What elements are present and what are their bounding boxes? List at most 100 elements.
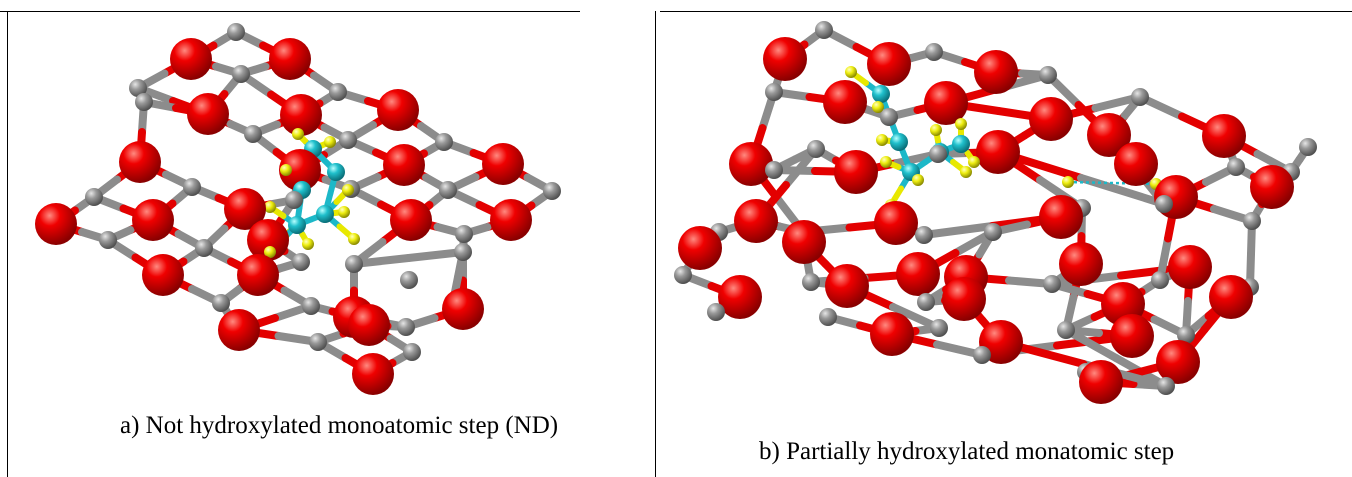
metal-atom	[212, 294, 230, 312]
carbon-atom	[316, 205, 334, 223]
oxygen-atom	[187, 93, 229, 135]
metal-atom	[765, 83, 783, 101]
metal-atom	[244, 125, 262, 143]
oxygen-atom	[1168, 245, 1212, 289]
oxygen-atom	[1202, 114, 1246, 158]
metal-atom	[285, 191, 303, 209]
panel-b-atoms	[674, 21, 1317, 404]
oxygen-atom	[348, 304, 390, 346]
oxygen-atom	[718, 275, 762, 319]
bond-half	[920, 222, 997, 239]
metal-atom	[707, 303, 725, 321]
metal-atom	[302, 297, 320, 315]
metal-atom	[309, 333, 327, 351]
oxygen-atom	[1059, 242, 1103, 286]
oxygen-atom	[280, 94, 322, 136]
metal-atom	[765, 161, 783, 179]
metal-atom	[674, 266, 692, 284]
oxygen-atom	[247, 219, 289, 261]
carbon-atom	[288, 216, 306, 234]
hydrogen-atom	[342, 184, 354, 196]
metal-atom	[435, 133, 453, 151]
panel-b-structure-image	[674, 21, 1317, 404]
metal-atom	[984, 223, 1002, 241]
metal-atom	[819, 308, 837, 326]
metal-atom	[129, 79, 147, 97]
carbon-atom	[327, 163, 345, 181]
hydrogen-atom	[960, 166, 972, 178]
bond-half	[404, 248, 467, 262]
oxygen-atom	[490, 199, 532, 241]
metal-atom	[1299, 138, 1317, 156]
metal-atom	[1043, 275, 1061, 293]
panel-a-structure-image	[35, 23, 561, 395]
metal-atom	[1243, 212, 1261, 230]
oxygen-atom	[1087, 113, 1131, 157]
top-border-right	[660, 11, 1352, 12]
hydrogen-atom	[280, 164, 292, 176]
metal-atom	[339, 131, 357, 149]
oxygen-atom	[142, 254, 184, 296]
metal-atom	[807, 140, 825, 158]
metal-atom	[1151, 271, 1169, 289]
oxygen-atom	[782, 220, 826, 264]
metal-atom	[1155, 195, 1173, 213]
bond-half	[350, 254, 413, 268]
hydrogen-atom	[338, 206, 350, 218]
metal-atom	[930, 319, 948, 337]
metal-atom	[329, 83, 347, 101]
oxygen-atom	[442, 288, 484, 330]
hydrogen-atom	[324, 136, 336, 148]
oxygen-atom	[870, 312, 914, 356]
panel-a: a) Not hydroxylated monoatomic step (ND)	[8, 12, 655, 477]
oxygen-atom	[763, 37, 807, 81]
metal-atom	[292, 253, 310, 271]
oxygen-atom	[678, 226, 722, 270]
metal-atom	[929, 145, 947, 163]
oxygen-atom	[729, 142, 773, 186]
top-border-left	[0, 11, 580, 12]
oxygen-atom	[1079, 360, 1123, 404]
metal-atom	[1131, 88, 1149, 106]
metal-atom	[1177, 326, 1195, 344]
metal-atom	[135, 93, 153, 111]
oxygen-atom	[390, 199, 432, 241]
metal-atom	[1039, 66, 1057, 84]
hydrogen-atom	[930, 124, 942, 136]
hydrogen-atom	[876, 134, 888, 146]
carbon-atom	[890, 133, 908, 151]
left-border	[7, 11, 8, 477]
oxygen-atom	[942, 277, 986, 321]
oxygen-atom	[1209, 275, 1253, 319]
metal-atom	[815, 21, 833, 39]
metal-atom	[1157, 377, 1175, 395]
metal-atom	[454, 243, 472, 261]
metal-atom	[85, 188, 103, 206]
panel-b-caption: b) Partially hydroxylated monatomic step	[759, 438, 1175, 465]
oxygen-atom	[874, 201, 918, 245]
oxygen-atom	[976, 130, 1020, 174]
oxygen-atom	[383, 144, 425, 186]
oxygen-atom	[823, 80, 867, 124]
oxygen-atom	[834, 150, 878, 194]
oxygen-atom	[1110, 314, 1154, 358]
metal-atom	[880, 108, 898, 126]
metal-atom	[455, 225, 473, 243]
column-divider	[655, 11, 656, 477]
metal-atom	[925, 43, 943, 61]
oxygen-atom	[1156, 340, 1200, 384]
carbon-atom	[952, 135, 970, 153]
oxygen-atom	[1114, 142, 1158, 186]
metal-atom	[915, 226, 933, 244]
oxygen-atom	[132, 199, 174, 241]
bond-half	[1062, 326, 1120, 362]
oxygen-atom	[224, 188, 266, 230]
oxygen-atom	[924, 81, 968, 125]
hydrogen-atom	[872, 101, 884, 113]
oxygen-atom	[1039, 195, 1083, 239]
oxygen-atom	[170, 38, 212, 80]
oxygen-atom	[279, 149, 321, 191]
carbon-atom	[872, 85, 890, 103]
metal-atom	[1227, 158, 1245, 176]
metal-atom	[99, 231, 117, 249]
